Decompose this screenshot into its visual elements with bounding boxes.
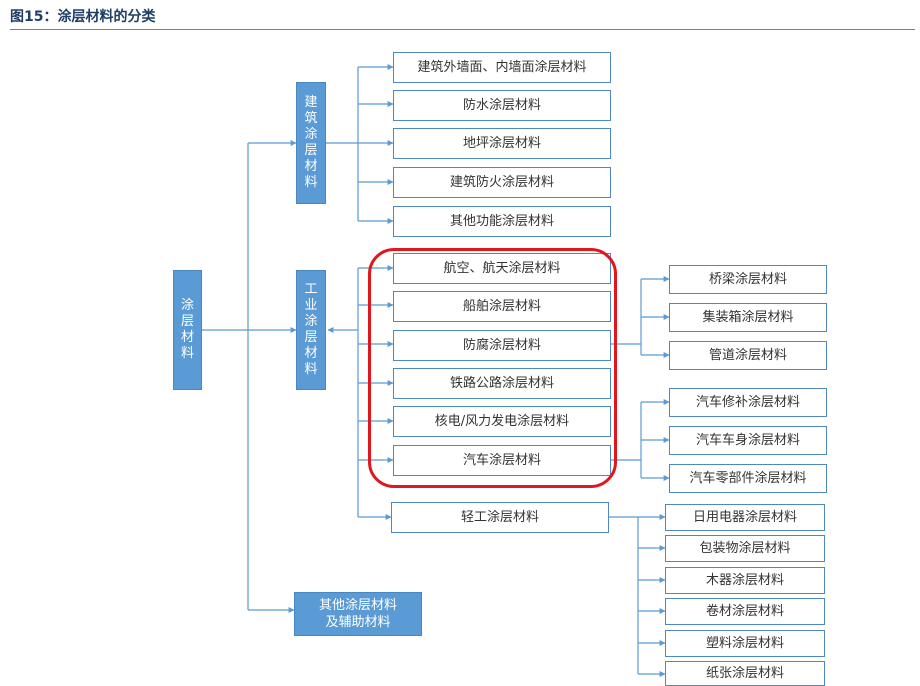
industrial-child-1: 航空、航天涂层材料 xyxy=(393,253,611,284)
auto-child-1: 汽车修补涂层材料 xyxy=(669,388,827,417)
figure-title: 图15：涂层材料的分类 xyxy=(10,9,156,25)
building-label: 建筑涂层材料 xyxy=(304,95,318,190)
other-node: 其他涂层材料 及辅助材料 xyxy=(294,592,422,636)
industrial-child-3: 防腐涂层材料 xyxy=(393,330,611,361)
highlight-outline xyxy=(368,248,617,488)
root-node: 涂层材料 xyxy=(173,270,202,390)
industrial-child-4: 铁路公路涂层材料 xyxy=(393,368,611,399)
building-child-5: 其他功能涂层材料 xyxy=(393,206,611,237)
building-child-3: 地坪涂层材料 xyxy=(393,128,611,159)
anticorrosion-child-3: 管道涂层材料 xyxy=(669,341,827,370)
industrial-child-5: 核电/风力发电涂层材料 xyxy=(393,406,611,437)
building-child-2: 防水涂层材料 xyxy=(393,90,611,121)
auto-child-2: 汽车车身涂层材料 xyxy=(669,426,827,455)
light-industry-child-1: 日用电器涂层材料 xyxy=(665,504,825,531)
title-divider xyxy=(10,29,915,30)
industrial-child-2: 船舶涂层材料 xyxy=(393,291,611,322)
light-industry-child-2: 包装物涂层材料 xyxy=(665,535,825,562)
light-industry-child-5: 塑料涂层材料 xyxy=(665,630,825,657)
building-child-4: 建筑防火涂层材料 xyxy=(393,167,611,198)
light-industry-child-6: 纸张涂层材料 xyxy=(665,661,825,686)
light-industry-child-4: 卷材涂层材料 xyxy=(665,598,825,625)
light-industry-child-3: 木器涂层材料 xyxy=(665,567,825,594)
other-label: 其他涂层材料 及辅助材料 xyxy=(318,598,397,630)
building-child-1: 建筑外墙面、内墙面涂层材料 xyxy=(393,52,611,83)
industrial-child-6: 汽车涂层材料 xyxy=(393,445,611,476)
light-industry-node: 轻工涂层材料 xyxy=(391,502,609,533)
root-label: 涂层材料 xyxy=(180,298,194,361)
anticorrosion-child-2: 集装箱涂层材料 xyxy=(669,303,827,332)
building-node: 建筑涂层材料 xyxy=(296,82,326,204)
anticorrosion-child-1: 桥梁涂层材料 xyxy=(669,265,827,294)
industrial-node: 工业涂层材料 xyxy=(296,270,326,390)
auto-child-3: 汽车零部件涂层材料 xyxy=(669,464,827,493)
industrial-label: 工业涂层材料 xyxy=(304,282,318,377)
